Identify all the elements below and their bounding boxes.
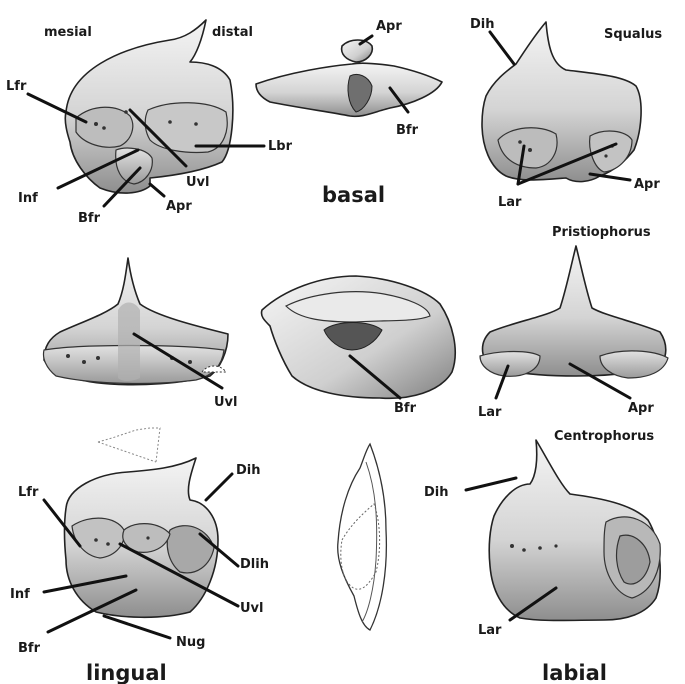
centrophorus-lingual-tooth bbox=[65, 428, 219, 617]
centrophorus-label: Centrophorus bbox=[554, 429, 654, 444]
distal-label: distal bbox=[212, 25, 253, 40]
label-inf-3: Inf bbox=[10, 587, 30, 602]
label-lfr-1: Lfr bbox=[6, 79, 27, 94]
label-inf-1: Inf bbox=[18, 191, 38, 206]
label-uvl-2: Uvl bbox=[214, 395, 238, 410]
label-apr-top: Apr bbox=[376, 19, 402, 34]
lingual-view-title: lingual bbox=[86, 661, 167, 684]
pristiophorus-basal-tooth bbox=[261, 276, 455, 398]
label-bfr-1: Bfr bbox=[78, 211, 101, 226]
labial-view-title: labial bbox=[542, 661, 607, 684]
label-dih-top: Dih bbox=[470, 17, 495, 32]
centrophorus-profile-outline bbox=[338, 444, 387, 630]
squalus-label: Squalus bbox=[604, 27, 662, 42]
squalus-labial-tooth bbox=[482, 22, 641, 182]
label-bfr-3: Bfr bbox=[18, 641, 41, 656]
label-lbr: Lbr bbox=[268, 139, 293, 154]
label-lar-4: Lar bbox=[478, 623, 502, 638]
label-apr-1: Apr bbox=[166, 199, 192, 214]
label-uvl-1: Uvl bbox=[186, 175, 210, 190]
squalus-lingual-tooth bbox=[65, 20, 233, 193]
basal-view-title: basal bbox=[322, 183, 385, 207]
label-dih-4: Dih bbox=[424, 485, 449, 500]
label-bfr-top: Bfr bbox=[396, 123, 419, 138]
label-bfr-2: Bfr bbox=[394, 401, 417, 416]
centrophorus-labial-tooth bbox=[489, 440, 660, 621]
label-nug: Nug bbox=[176, 635, 205, 650]
label-uvl-3: Uvl bbox=[240, 601, 264, 616]
pristiophorus-labial-tooth bbox=[480, 246, 668, 378]
pristiophorus-lingual-tooth bbox=[44, 258, 229, 385]
label-lar-1: Lar bbox=[498, 195, 522, 210]
squalus-basal-tooth bbox=[256, 40, 442, 116]
label-dih-3: Dih bbox=[236, 463, 261, 478]
mesial-label: mesial bbox=[44, 25, 92, 40]
label-lar-2: Lar bbox=[478, 405, 502, 420]
label-apr-2: Apr bbox=[634, 177, 660, 192]
label-lfr-3: Lfr bbox=[18, 485, 39, 500]
label-dlih: Dlih bbox=[240, 557, 269, 572]
pristiophorus-label: Pristiophorus bbox=[552, 225, 651, 240]
label-apr-3: Apr bbox=[628, 401, 654, 416]
